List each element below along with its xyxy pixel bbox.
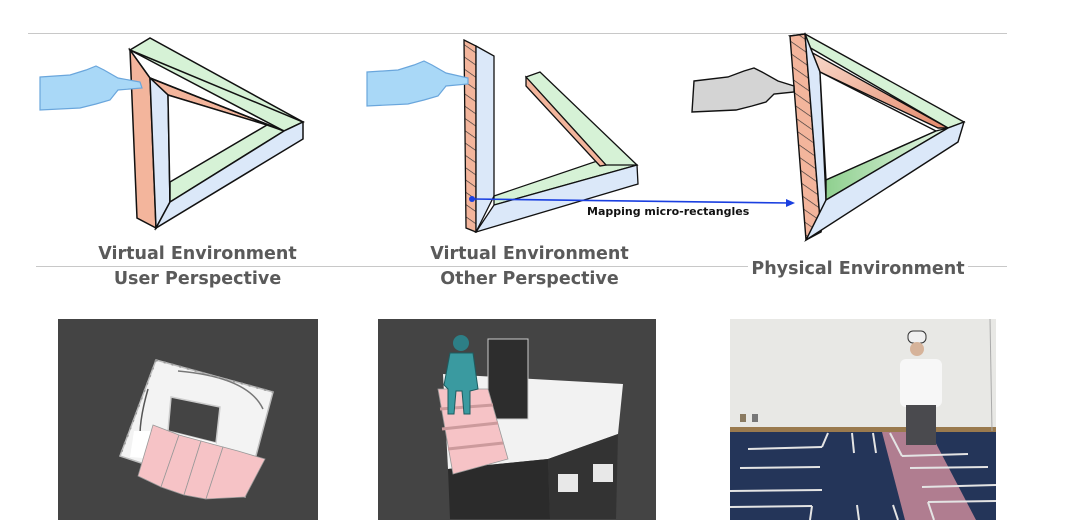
caption-physical: Physical Environment — [748, 257, 968, 282]
physical-room-photo — [730, 319, 996, 520]
virtual-hand-icon-2 — [366, 60, 469, 107]
render-avatar — [378, 319, 656, 520]
triangle-user-perspective — [127, 37, 305, 231]
virtual-hand-icon-1 — [39, 65, 143, 111]
middle-divider — [36, 266, 1007, 267]
photo-physical — [730, 319, 996, 520]
caption-line-2: Other Perspective — [440, 269, 619, 289]
caption-line-1: Virtual Environment — [98, 244, 297, 264]
triangle-physical — [787, 32, 966, 242]
caption-line-1: Physical Environment — [751, 259, 965, 279]
caption-line-1: Virtual Environment — [430, 244, 629, 264]
caption-ve-other: Virtual Environment Other Perspective — [422, 242, 637, 292]
top-divider — [28, 33, 1007, 34]
top-down-render-image — [119, 359, 274, 500]
triangle-other-perspective — [463, 38, 639, 234]
caption-line-2: User Perspective — [113, 269, 282, 289]
caption-ve-user: Virtual Environment User Perspective — [90, 242, 305, 292]
physical-hand-icon — [691, 67, 795, 113]
avatar-render-image — [437, 335, 623, 519]
render-top-down — [58, 319, 318, 520]
mapping-arrow — [469, 196, 795, 207]
mapping-label: Mapping micro-rectangles — [587, 205, 750, 218]
impossible-triangle-diagram — [39, 32, 966, 242]
